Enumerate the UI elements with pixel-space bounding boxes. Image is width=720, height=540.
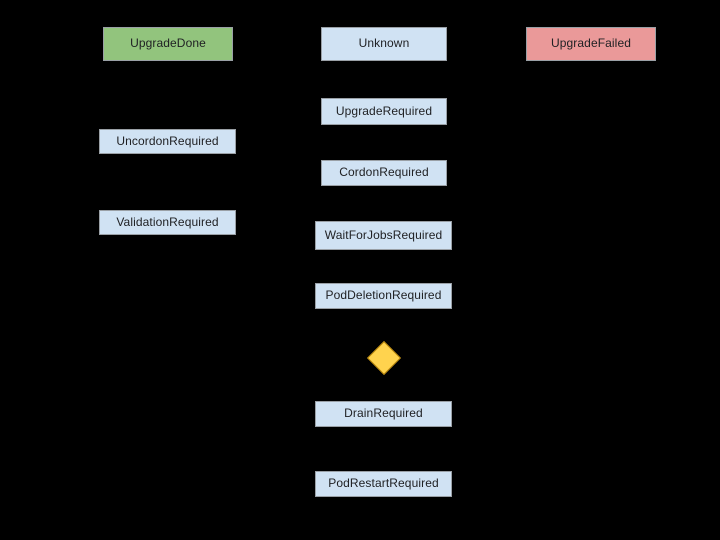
node-label: UpgradeRequired bbox=[335, 103, 433, 118]
node-pod-deletion-required[interactable]: PodDeletionRequired bbox=[315, 283, 452, 309]
node-unknown[interactable]: Unknown bbox=[321, 27, 447, 61]
node-label: Unknown bbox=[358, 36, 410, 51]
node-label: UpgradeFailed bbox=[550, 36, 631, 51]
node-label: PodDeletionRequired bbox=[325, 288, 442, 303]
node-cordon-required[interactable]: CordonRequired bbox=[321, 160, 447, 186]
node-label: UncordonRequired bbox=[116, 133, 219, 148]
node-uncordon-required[interactable]: UncordonRequired bbox=[99, 129, 236, 154]
node-pod-restart-required[interactable]: PodRestartRequired bbox=[315, 471, 452, 497]
node-upgrade-required[interactable]: UpgradeRequired bbox=[321, 98, 447, 125]
node-label: PodRestartRequired bbox=[328, 476, 439, 491]
decision-gate-diamond-icon[interactable] bbox=[367, 341, 401, 375]
node-wait-for-jobs-required[interactable]: WaitForJobsRequired bbox=[315, 221, 452, 250]
node-label: UpgradeDone bbox=[130, 36, 206, 51]
node-label: DrainRequired bbox=[344, 406, 423, 421]
node-drain-required[interactable]: DrainRequired bbox=[315, 401, 452, 427]
node-label: CordonRequired bbox=[339, 165, 429, 180]
node-label: WaitForJobsRequired bbox=[324, 227, 443, 242]
node-upgrade-done[interactable]: UpgradeDone bbox=[103, 27, 233, 61]
node-validation-required[interactable]: ValidationRequired bbox=[99, 210, 236, 235]
node-upgrade-failed[interactable]: UpgradeFailed bbox=[526, 27, 656, 61]
node-label: ValidationRequired bbox=[116, 214, 219, 229]
